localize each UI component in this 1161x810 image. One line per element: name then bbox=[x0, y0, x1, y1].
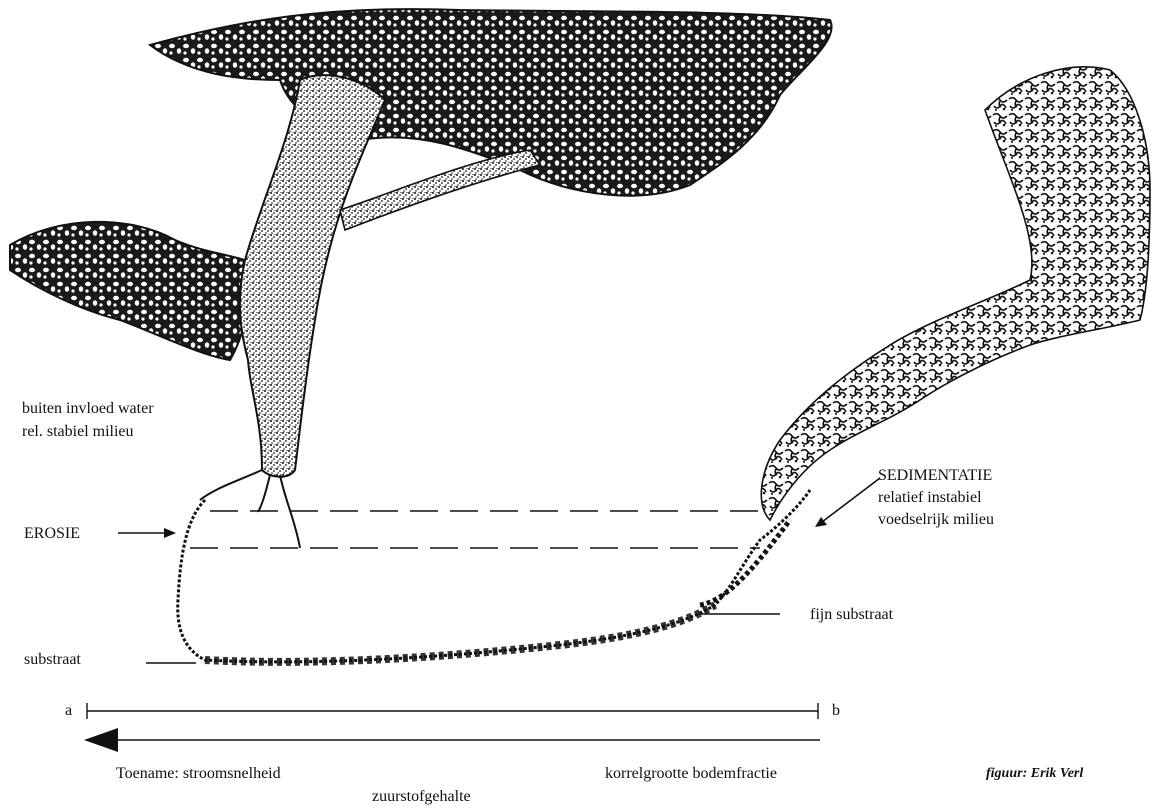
figure-credit: figuur: Erik Verl bbox=[986, 763, 1083, 784]
outside-water-label-line2: rel. stabiel milieu bbox=[22, 421, 134, 442]
a-b-scale-line bbox=[87, 703, 818, 719]
channel-outline bbox=[178, 490, 810, 662]
erosion-arrow bbox=[118, 528, 176, 538]
increase-label-line1: Toename: stroomsnelheid bbox=[116, 763, 281, 784]
erosion-label: EROSIE bbox=[24, 523, 80, 544]
fine-substrate-label: fijn substraat bbox=[810, 604, 893, 625]
increase-label-right: korrelgrootte bodemfractie bbox=[605, 763, 777, 784]
sedimentation-title: SEDIMENTATIE bbox=[878, 465, 992, 486]
sedimentation-line2: relatief instabiel bbox=[878, 487, 982, 508]
end-a-label: a bbox=[65, 700, 72, 721]
end-b-label: b bbox=[832, 700, 840, 721]
substrate-label: substraat bbox=[24, 649, 81, 670]
sedimentation-line3: voedselrijk milieu bbox=[878, 509, 994, 530]
increase-label-line2: zuurstofgehalte bbox=[372, 786, 471, 807]
sedimentation-arrow bbox=[815, 478, 880, 527]
right-bank-vegetation bbox=[761, 67, 1150, 520]
increase-arrow bbox=[84, 728, 820, 752]
outside-water-label-line1: buiten invloed water bbox=[22, 398, 154, 419]
